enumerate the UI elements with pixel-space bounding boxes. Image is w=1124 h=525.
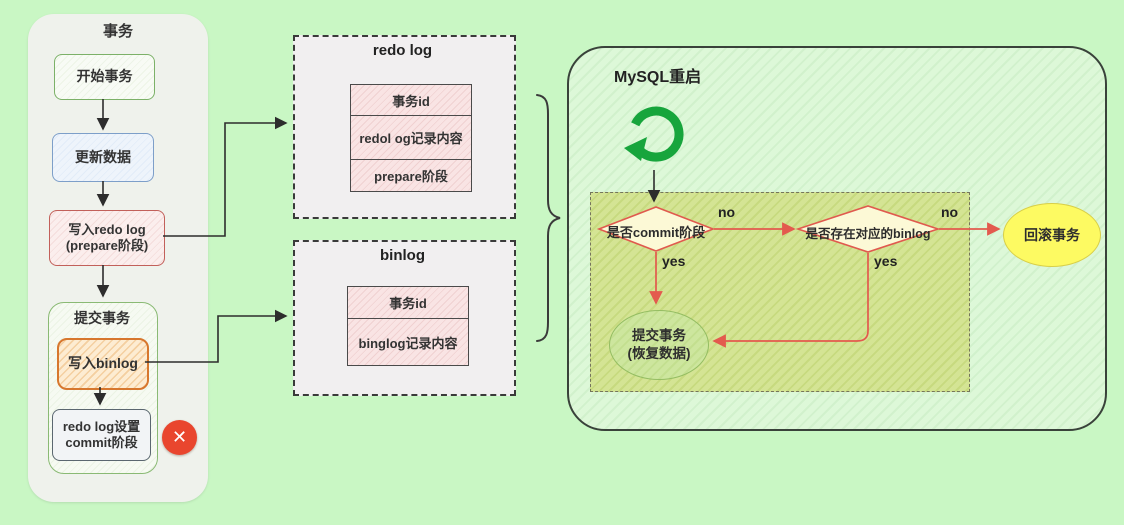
node-update-data: 更新数据 xyxy=(52,133,154,182)
binlog-box-title: binlog xyxy=(380,247,425,264)
node-write-binlog: 写入binlog xyxy=(57,338,149,390)
node-redo-log-commit-stage-line2: commit阶段 xyxy=(65,435,138,450)
binlog-row-txid: 事务id xyxy=(348,287,468,319)
ellipse-commit-recover: 提交事务 (恢复数据) xyxy=(609,310,709,380)
redo-log-table: 事务id redol og记录内容 prepare阶段 xyxy=(350,84,472,192)
ellipse-commit-line1: 提交事务 xyxy=(632,328,686,344)
node-start-transaction: 开始事务 xyxy=(54,54,155,100)
binlog-table: 事务id binglog记录内容 xyxy=(347,286,469,366)
redo-log-row-content: redol og记录内容 xyxy=(351,116,471,160)
label-no-1: no xyxy=(718,204,736,220)
redo-log-row-txid: 事务id xyxy=(351,85,471,116)
node-redo-log-commit-stage-line1: redo log设置 xyxy=(62,418,141,434)
ellipse-rollback-label: 回滚事务 xyxy=(1024,227,1080,243)
mysql-restart-title: MySQL重启 xyxy=(614,69,702,86)
transaction-panel-title: 事务 xyxy=(102,23,133,40)
node-write-redo-log-line2: (prepare阶段) xyxy=(65,238,149,253)
redo-log-row-prepare: prepare阶段 xyxy=(351,160,471,191)
commit-transaction-group-label: 提交事务 xyxy=(74,310,130,326)
node-write-redo-log: 写入redo log (prepare阶段) xyxy=(49,210,165,266)
diamond-binlog-exists-label: 是否存在对应的binlog xyxy=(805,227,931,241)
curly-brace xyxy=(536,94,561,342)
ellipse-rollback-transaction: 回滚事务 xyxy=(1003,203,1101,267)
diamond-is-commit-stage-label: 是否commit阶段 xyxy=(606,225,706,240)
node-write-binlog-label: 写入binlog xyxy=(68,355,138,372)
binlog-row-content: binglog记录内容 xyxy=(348,319,468,365)
label-yes-1: yes xyxy=(662,253,686,269)
label-no-2: no xyxy=(941,204,959,220)
label-yes-2: yes xyxy=(874,253,898,269)
redo-log-box-title: redo log xyxy=(372,42,433,59)
ellipse-commit-line2: (恢复数据) xyxy=(627,346,691,361)
node-update-data-label: 更新数据 xyxy=(75,148,131,165)
node-write-redo-log-line1: 写入redo log xyxy=(68,221,146,237)
fail-cross-icon: ✕ xyxy=(162,420,197,455)
node-redo-log-commit-stage: redo log设置 commit阶段 xyxy=(52,409,151,461)
restart-icon xyxy=(624,106,684,162)
node-start-transaction-label: 开始事务 xyxy=(76,68,133,85)
